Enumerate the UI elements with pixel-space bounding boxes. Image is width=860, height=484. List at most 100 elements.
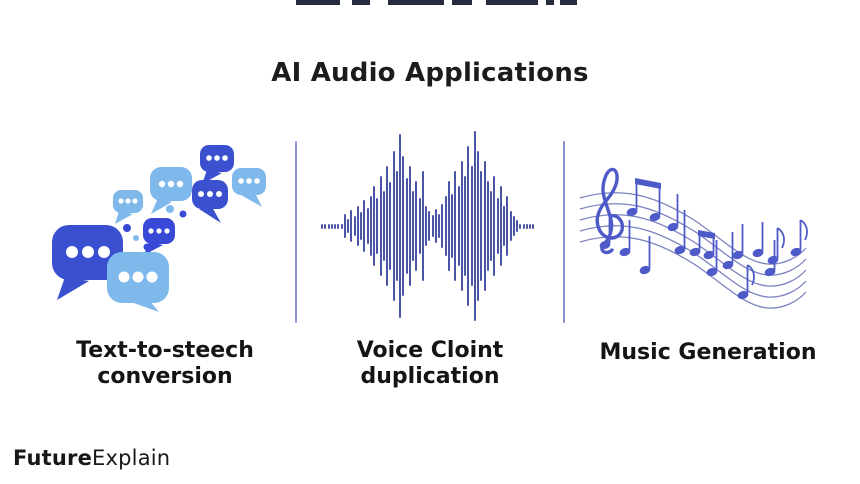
label-music-generation: Music Generation	[580, 340, 836, 366]
waveform-bar	[516, 220, 518, 232]
waveform-bar	[512, 216, 515, 236]
label-line1: Text-to-steech	[76, 338, 254, 363]
waveform-bar	[321, 223, 323, 229]
waveform-bar	[434, 209, 437, 243]
waveform-bar	[369, 196, 372, 256]
waveform-bar	[356, 206, 359, 246]
waveform-bar	[451, 194, 453, 258]
chat-bubble	[200, 145, 234, 184]
waveform-bar	[519, 223, 522, 229]
waveform-bar	[447, 181, 450, 271]
waveform-bar	[334, 223, 336, 229]
chat-bubble	[143, 218, 175, 255]
waveform-bar	[470, 166, 473, 286]
remnant-dash	[352, 0, 370, 5]
chat-bubble	[52, 225, 123, 300]
waveform-bar	[509, 211, 512, 241]
waveform-bar	[340, 223, 343, 229]
waveform-bar	[405, 178, 408, 274]
music-notes	[599, 178, 808, 300]
waveform-bar	[350, 210, 353, 242]
waveform-bar	[324, 223, 327, 229]
staff-lines	[579, 192, 807, 309]
waveform-bar	[444, 196, 447, 256]
waveform-bar	[389, 182, 392, 270]
label-voice-cloning: Voice Cloint duplication	[310, 338, 550, 390]
bubble-dots-trail	[123, 205, 187, 251]
waveform-bar	[363, 200, 366, 252]
waveform-bar	[395, 171, 398, 281]
chat-bubble	[107, 252, 169, 312]
brand-logo: FutureExplain	[13, 446, 170, 470]
waveform-bar	[382, 191, 385, 261]
waveform-bar	[415, 181, 418, 271]
chat-bubble	[150, 167, 192, 214]
waveform-bar	[493, 176, 496, 276]
waveform-bar	[490, 191, 492, 261]
waveform-bar	[431, 215, 434, 237]
waveform-bar	[467, 146, 470, 306]
waveform-bar	[441, 204, 444, 248]
waveform-bar	[464, 176, 466, 276]
remnant-dash	[560, 0, 577, 5]
section-divider-2	[563, 141, 565, 323]
waveform-bar	[506, 196, 509, 256]
remnant-dash	[486, 0, 538, 5]
label-line1: Voice Cloint	[356, 338, 504, 363]
waveform-bar	[408, 166, 411, 286]
logo-bold-part: Future	[13, 446, 93, 470]
waveform-bar	[486, 181, 489, 271]
treble-clef	[595, 167, 625, 255]
waveform-bar	[483, 161, 486, 291]
waveform-bar	[360, 212, 362, 240]
waveform-bar	[379, 176, 382, 276]
chat-bubble	[232, 168, 266, 207]
chat-bubble	[113, 190, 143, 224]
waveform-bar	[421, 171, 424, 281]
waveform-bar	[480, 171, 483, 281]
section-divider-1	[295, 141, 297, 323]
waveform-bar	[477, 151, 479, 301]
waveform-bar	[343, 214, 346, 238]
waveform-bar	[460, 161, 463, 291]
waveform-bar	[386, 166, 388, 286]
page-title: AI Audio Applications	[271, 58, 589, 88]
label-line2: duplication	[360, 364, 500, 389]
waveform-bar	[353, 216, 356, 236]
speech-bubbles-icon	[52, 145, 266, 312]
waveform-bar	[532, 223, 535, 229]
waveform-bar	[366, 208, 369, 244]
waveform-bar	[428, 211, 431, 241]
waveform-bar	[330, 223, 333, 229]
waveform-bar	[347, 219, 349, 233]
waveform-bar	[376, 198, 379, 254]
audio-waveform-icon	[321, 131, 535, 321]
waveform-bar	[522, 223, 525, 229]
remnant-dash	[452, 0, 472, 5]
waveform-bar	[373, 186, 375, 266]
music-notes-icon	[579, 167, 808, 309]
waveform-bar	[454, 171, 457, 281]
waveform-bar	[402, 156, 405, 296]
waveform-bar	[473, 131, 476, 321]
waveform-bar	[438, 214, 440, 238]
remnant-dash	[546, 0, 554, 5]
waveform-bar	[457, 186, 460, 266]
waveform-bar	[418, 198, 421, 254]
label-line1: Music Generation	[599, 340, 817, 365]
waveform-bar	[529, 223, 531, 229]
waveform-bar	[412, 191, 414, 261]
waveform-bar	[425, 206, 427, 246]
waveform-bar	[525, 223, 528, 229]
chat-bubble	[192, 180, 228, 223]
waveform-bar	[496, 198, 499, 254]
waveform-bar	[503, 206, 505, 246]
remnant-dash	[388, 0, 444, 5]
waveform-bar	[392, 151, 395, 301]
waveform-bar	[499, 186, 502, 266]
waveform-bar	[337, 223, 340, 229]
logo-regular-part: Explain	[92, 446, 171, 470]
label-line2: conversion	[97, 364, 233, 389]
waveform-bar	[399, 134, 401, 318]
remnant-dash	[296, 0, 340, 5]
